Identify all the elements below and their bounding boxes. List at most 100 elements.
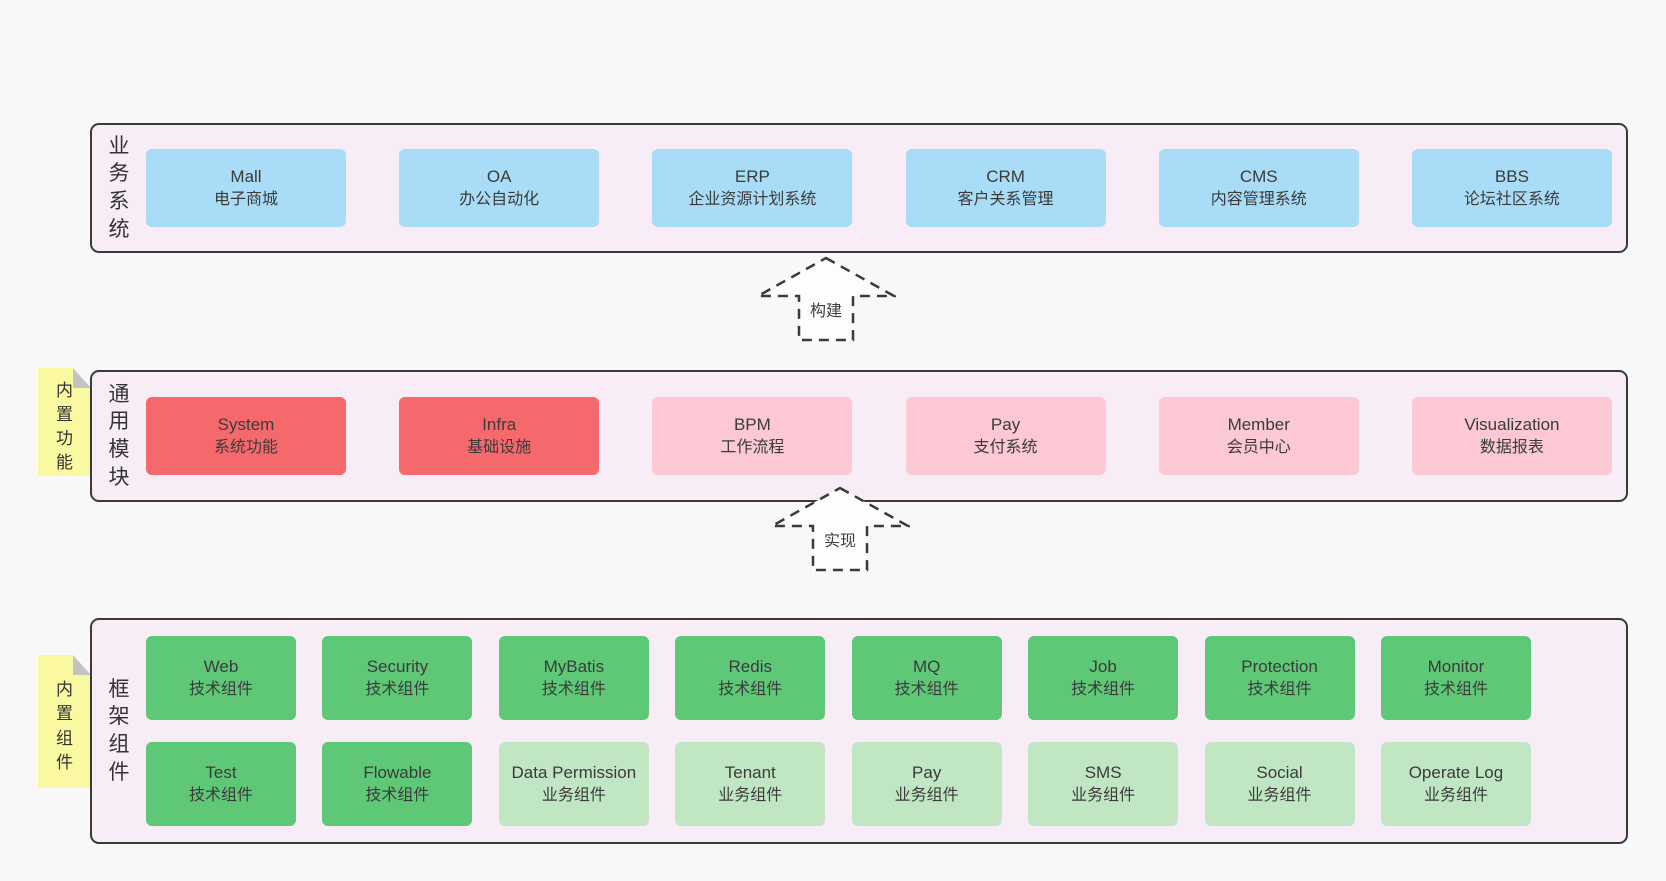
band-business-label-col: 业务系统 xyxy=(92,125,146,251)
box-cms: CMS 内容管理系统 xyxy=(1158,149,1359,227)
box-bpm-name: BPM xyxy=(733,415,771,435)
box-erp: ERP 企业资源计划系统 xyxy=(652,149,853,227)
box-mq-name: MQ xyxy=(912,657,941,677)
band-framework-label-col: 框架组件 xyxy=(92,620,146,842)
box-monitor: Monitor 技术组件 xyxy=(1380,636,1531,720)
box-erp-subtitle: 企业资源计划系统 xyxy=(688,190,817,208)
box-redis: Redis 技术组件 xyxy=(675,636,826,720)
box-bbs: BBS 论坛社区系统 xyxy=(1411,149,1612,227)
box-system-subtitle: 系统功能 xyxy=(213,438,278,456)
box-monitor-subtitle: 技术组件 xyxy=(1423,680,1488,698)
box-visualization-name: Visualization xyxy=(1464,415,1560,435)
box-erp-name: ERP xyxy=(734,167,770,187)
sticky-note-builtin-features-label: 内置功能 xyxy=(56,380,73,473)
box-mybatis-name: MyBatis xyxy=(543,657,605,677)
box-member-subtitle: 会员中心 xyxy=(1226,438,1291,456)
box-web: Web 技术组件 xyxy=(146,636,296,720)
box-flowable-name: Flowable xyxy=(363,763,432,783)
box-protection: Protection 技术组件 xyxy=(1204,636,1355,720)
sticky-note-builtin-components: 内置组件 xyxy=(38,655,91,788)
box-web-name: Web xyxy=(203,657,239,677)
box-sms: SMS 业务组件 xyxy=(1028,742,1179,826)
box-test-name: Test xyxy=(205,763,237,783)
box-cms-subtitle: 内容管理系统 xyxy=(1210,190,1307,208)
box-security-subtitle: 技术组件 xyxy=(365,680,430,698)
arrow-implement-label: 实现 xyxy=(821,533,858,550)
up-arrow-shape xyxy=(756,256,896,342)
box-member-name: Member xyxy=(1227,415,1290,435)
box-mq-subtitle: 技术组件 xyxy=(894,680,959,698)
box-infra-name: Infra xyxy=(482,415,517,435)
box-mall-subtitle: 电子商城 xyxy=(213,190,278,208)
box-operate-log-subtitle: 业务组件 xyxy=(1423,786,1488,804)
box-sms-name: SMS xyxy=(1084,763,1122,783)
box-protection-subtitle: 技术组件 xyxy=(1247,680,1312,698)
arrow-build-label: 构建 xyxy=(807,303,844,320)
box-test: Test 技术组件 xyxy=(146,742,296,826)
box-flowable-subtitle: 技术组件 xyxy=(365,786,430,804)
box-system-name: System xyxy=(217,415,275,435)
box-operate-log: Operate Log 业务组件 xyxy=(1380,742,1531,826)
box-social-name: Social xyxy=(1256,763,1303,783)
fold-corner-icon xyxy=(73,368,91,388)
box-job-subtitle: 技术组件 xyxy=(1071,680,1136,698)
band-framework-label: 框架组件 xyxy=(108,677,130,784)
box-pay-module-subtitle: 支付系统 xyxy=(973,438,1038,456)
sticky-note-builtin-components-label: 内置组件 xyxy=(56,680,73,772)
box-bbs-name: BBS xyxy=(1494,167,1529,187)
box-crm: CRM 客户关系管理 xyxy=(905,149,1106,227)
box-redis-name: Redis xyxy=(728,657,772,677)
box-redis-subtitle: 技术组件 xyxy=(718,680,783,698)
box-social: Social 业务组件 xyxy=(1204,742,1355,826)
framework-row-1: Web 技术组件 Security 技术组件 MyBatis 技术组件 Redi… xyxy=(146,636,1531,720)
box-oa-subtitle: 办公自动化 xyxy=(459,190,540,208)
box-cms-name: CMS xyxy=(1239,167,1278,187)
box-security-name: Security xyxy=(366,657,429,677)
sticky-note-builtin-features: 内置功能 xyxy=(38,368,91,476)
box-tenant: Tenant 业务组件 xyxy=(675,742,826,826)
box-crm-name: CRM xyxy=(986,167,1025,187)
box-infra: Infra 基础设施 xyxy=(399,397,600,475)
up-arrow-shape xyxy=(770,486,910,572)
band-business-label: 业务系统 xyxy=(108,134,130,241)
box-security: Security 技术组件 xyxy=(322,636,473,720)
band-common-modules: 通用模块 System 系统功能 Infra 基础设施 BPM 工作流程 Pay… xyxy=(90,370,1628,502)
box-mall: Mall 电子商城 xyxy=(146,149,346,227)
box-protection-name: Protection xyxy=(1241,657,1318,677)
box-data-permission: Data Permission 业务组件 xyxy=(498,742,649,826)
box-bbs-subtitle: 论坛社区系统 xyxy=(1463,190,1560,208)
arrow-build: 构建 xyxy=(756,256,896,342)
box-oa: OA 办公自动化 xyxy=(399,149,600,227)
box-visualization-subtitle: 数据报表 xyxy=(1479,438,1544,456)
box-member: Member 会员中心 xyxy=(1158,397,1359,475)
box-infra-subtitle: 基础设施 xyxy=(467,438,532,456)
box-crm-subtitle: 客户关系管理 xyxy=(957,190,1054,208)
box-monitor-name: Monitor xyxy=(1427,657,1485,677)
box-operate-log-name: Operate Log xyxy=(1408,763,1504,783)
band-business-systems: 业务系统 Mall 电子商城 OA 办公自动化 ERP 企业资源计划系统 CRM… xyxy=(90,123,1628,253)
framework-row-2: Test 技术组件 Flowable 技术组件 Data Permission … xyxy=(146,742,1531,826)
box-oa-name: OA xyxy=(486,167,512,187)
box-bpm-subtitle: 工作流程 xyxy=(720,438,785,456)
band-framework-components: 框架组件 Web 技术组件 Security 技术组件 MyBatis 技术组件 xyxy=(90,618,1628,844)
box-bpm: BPM 工作流程 xyxy=(652,397,853,475)
box-test-subtitle: 技术组件 xyxy=(188,786,253,804)
band-common-label-col: 通用模块 xyxy=(92,372,146,500)
box-tenant-subtitle: 业务组件 xyxy=(718,786,783,804)
box-pay-component: Pay 业务组件 xyxy=(851,742,1002,826)
box-pay-module-name: Pay xyxy=(990,415,1021,435)
box-job: Job 技术组件 xyxy=(1028,636,1179,720)
box-job-name: Job xyxy=(1089,657,1117,677)
box-mall-name: Mall xyxy=(230,167,262,187)
box-tenant-name: Tenant xyxy=(724,763,776,783)
box-mybatis: MyBatis 技术组件 xyxy=(498,636,649,720)
box-pay-module: Pay 支付系统 xyxy=(905,397,1106,475)
box-social-subtitle: 业务组件 xyxy=(1247,786,1312,804)
box-web-subtitle: 技术组件 xyxy=(188,680,253,698)
band-common-label: 通用模块 xyxy=(108,382,130,489)
box-flowable: Flowable 技术组件 xyxy=(322,742,473,826)
box-sms-subtitle: 业务组件 xyxy=(1071,786,1136,804)
arrow-implement: 实现 xyxy=(770,486,910,572)
fold-corner-icon xyxy=(73,655,91,675)
box-system: System 系统功能 xyxy=(146,397,346,475)
